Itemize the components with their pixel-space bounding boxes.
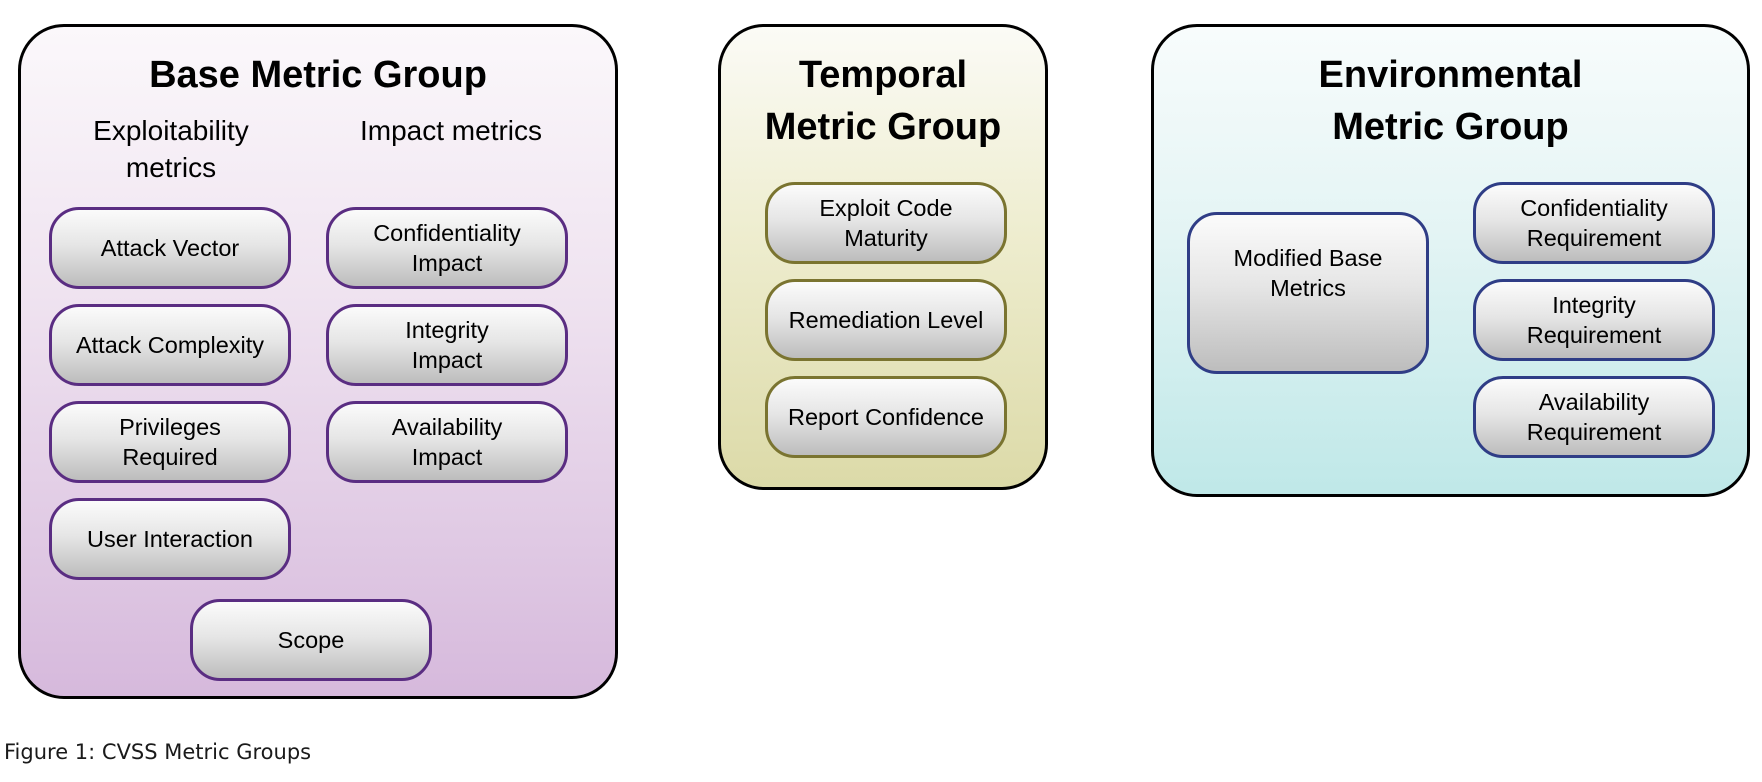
temporal-metric-group: Temporal Metric Group Exploit Code Matur…	[718, 24, 1048, 490]
report-confidence-metric: Report Confidence	[765, 376, 1007, 458]
attack-complexity-metric: Attack Complexity	[49, 304, 291, 386]
confidentiality-requirement-metric: Confidentiality Requirement	[1473, 182, 1715, 264]
remediation-level-metric: Remediation Level	[765, 279, 1007, 361]
user-interaction-metric: User Interaction	[49, 498, 291, 580]
figure-caption: Figure 1: CVSS Metric Groups	[4, 740, 312, 764]
base-metric-group: Base Metric Group Exploitability metrics…	[18, 24, 618, 699]
confidentiality-impact-metric: Confidentiality Impact	[326, 207, 568, 289]
modified-base-metrics: Modified Base Metrics	[1187, 212, 1429, 374]
integrity-impact-metric: Integrity Impact	[326, 304, 568, 386]
availability-impact-metric: Availability Impact	[326, 401, 568, 483]
attack-vector-metric: Attack Vector	[49, 207, 291, 289]
exploitability-metrics-label: Exploitability metrics	[93, 115, 249, 183]
temporal-group-title: Temporal Metric Group	[764, 54, 1002, 148]
base-group-title: Base Metric Group	[149, 54, 487, 96]
availability-requirement-metric: Availability Requirement	[1473, 376, 1715, 458]
exploit-code-maturity-metric: Exploit Code Maturity	[765, 182, 1007, 264]
scope-metric: Scope	[190, 599, 432, 681]
environmental-metric-group: Environmental Metric Group Modified Base…	[1151, 24, 1750, 497]
impact-metrics-label: Impact metrics	[359, 115, 543, 146]
environmental-group-title: Environmental Metric Group	[1318, 54, 1583, 148]
privileges-required-metric: Privileges Required	[49, 401, 291, 483]
integrity-requirement-metric: Integrity Requirement	[1473, 279, 1715, 361]
